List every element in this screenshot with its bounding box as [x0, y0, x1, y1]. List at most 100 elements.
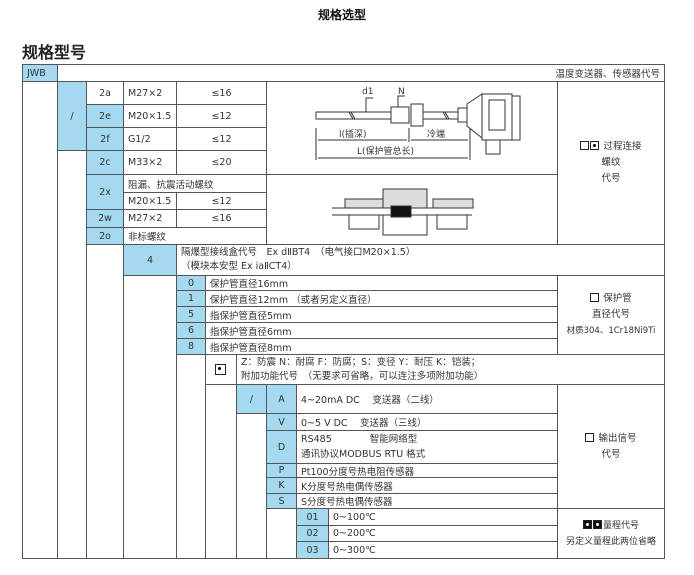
- column-blank: [86, 244, 124, 559]
- range-box-line: 量程代号: [582, 518, 639, 534]
- thread-length: ≤12: [176, 127, 267, 151]
- output-box-label2: 代号: [601, 448, 621, 460]
- column-blank: [266, 508, 297, 559]
- header-label: 温度变送器、传感器代号: [57, 64, 665, 82]
- label-cold-end: 冷端: [427, 128, 445, 140]
- output-desc: S分度号热电偶传感器: [296, 493, 558, 509]
- range-desc: 0~100℃: [328, 508, 558, 526]
- page-title: 规格选型: [318, 8, 367, 22]
- output-desc: K分度号热电偶传感器: [296, 477, 558, 494]
- range-code-box: 量程代号 另定义量程此两位省略: [557, 508, 665, 559]
- diameter-desc: 保护管直径16mm: [205, 275, 558, 291]
- thread-code: 2c: [86, 150, 124, 175]
- column-blank: [57, 150, 87, 559]
- column-blank: [176, 354, 206, 559]
- diameter-box-label2: 直径代号: [591, 309, 630, 320]
- column-blank: [123, 275, 177, 559]
- filled-square-icon: [582, 519, 592, 529]
- diameter-code-box: 保护管 直径代号 材质304、1Cr18Ni9Ti: [557, 275, 665, 355]
- filled-square-icon: [215, 364, 226, 375]
- output-box-line: 输出信号: [585, 431, 637, 447]
- junction-desc: 隔爆型接线盒代号 Ex dⅡBT4 （电气接口M20×1.5） （模块本安型 E…: [176, 244, 665, 276]
- diameter-box-line: 保护管: [590, 291, 632, 307]
- label-n: N: [398, 87, 405, 97]
- junction-line2: （模块本安型 Ex iaⅡCT4）: [181, 261, 297, 272]
- thread-code-box-line: 过程连接: [580, 139, 642, 155]
- blank-square-icon: [590, 293, 600, 302]
- output-desc-line2: 通讯协议MODBUS RTU 格式: [301, 449, 426, 460]
- output-code: S: [266, 493, 297, 509]
- thread-desc: 非标螺纹: [123, 227, 267, 245]
- diameter-box-material: 材质304、1Cr18Ni9Ti: [566, 326, 656, 336]
- thread-length: ≤20: [176, 150, 267, 175]
- range-box-note: 另定义量程此两位省略: [565, 536, 656, 547]
- diameter-code: 0: [176, 275, 206, 291]
- column-blank: [22, 81, 58, 559]
- thread-box-label3: 代号: [601, 173, 621, 184]
- diameter-code: 8: [176, 338, 206, 355]
- thread-spec: M20×1.5: [123, 192, 177, 210]
- range-box-label: 量程代号: [602, 520, 639, 531]
- diameter-code: 1: [176, 290, 206, 307]
- feature-icon-cell: [205, 354, 237, 385]
- thread-code: 2a: [86, 81, 124, 105]
- feature-line1: Z：防震 N：耐腐 F：防腐；S：变径 Y：耐压 K：铠装；: [241, 356, 481, 368]
- diameter-code: 5: [176, 306, 206, 323]
- diameter-code: 6: [176, 322, 206, 339]
- thread-spec: G1/2: [123, 127, 177, 151]
- thread-desc: 阻漏、抗震活动螺纹: [123, 174, 267, 193]
- thread-code-box: 过程连接 螺纹 代号: [557, 81, 665, 245]
- thread-length: ≤12: [176, 192, 267, 210]
- separator-cell: /: [236, 384, 267, 414]
- diameter-desc: 保护管直径12mm （或者另定义直径）: [205, 290, 558, 307]
- label-total-length: L(保护管总长): [357, 145, 414, 157]
- range-code: 03: [296, 541, 329, 559]
- output-code: K: [266, 477, 297, 494]
- sensor-diagram: d1 N l(插深) 冷端 L(保护管总长): [266, 81, 559, 175]
- feature-desc: Z：防震 N：耐腐 F：防腐；S：变径 Y：耐压 K：铠装； 附加功能代号 （无…: [236, 354, 665, 385]
- junction-code: 4: [123, 244, 177, 276]
- fitting-diagram: [266, 174, 559, 245]
- section-heading: 规格型号: [22, 43, 87, 62]
- thread-code: 2e: [86, 104, 124, 128]
- column-blank: [236, 413, 267, 559]
- thread-code: 2o: [86, 227, 124, 245]
- thread-code: 2f: [86, 127, 124, 151]
- thread-box-label: 过程连接: [603, 141, 642, 152]
- feature-line2: 附加功能代号 （无要求可省略，可以连注多项附加功能）: [241, 370, 484, 382]
- output-desc-line1: RS485 智能网络型: [301, 434, 418, 445]
- model-code: JWB: [22, 64, 58, 82]
- thread-spec: M27×2: [123, 81, 177, 105]
- label-d1: d1: [362, 87, 373, 97]
- thread-code: 2w: [86, 209, 124, 228]
- filled-square-icon: [590, 141, 600, 150]
- blank-square-icon: [580, 141, 590, 150]
- output-code: A: [266, 384, 297, 414]
- thread-spec: M20×1.5: [123, 104, 177, 128]
- thread-code: 2x: [86, 174, 124, 210]
- output-desc: 0~5 V DC 变送器（三线）: [296, 413, 558, 431]
- diameter-box-label: 保护管: [603, 293, 632, 304]
- output-code: D: [266, 430, 297, 464]
- diameter-desc: 指保护管直径6mm: [205, 322, 558, 339]
- output-desc: Pt100分度号热电阻传感器: [296, 463, 558, 478]
- thread-length: ≤16: [176, 209, 267, 228]
- junction-line1: 隔爆型接线盒代号 Ex dⅡBT4 （电气接口M20×1.5）: [181, 247, 416, 258]
- output-code: P: [266, 463, 297, 478]
- thread-box-label2: 螺纹: [601, 157, 621, 168]
- diameter-desc: 指保护管直径5mm: [205, 306, 558, 323]
- range-code: 01: [296, 508, 329, 526]
- thread-spec: M33×2: [123, 150, 177, 175]
- thread-length: ≤12: [176, 104, 267, 128]
- diameter-desc: 指保护管直径8mm: [205, 338, 558, 355]
- blank-square-icon: [585, 432, 595, 442]
- output-code-box: 输出信号 代号: [557, 384, 665, 509]
- output-box-label: 输出信号: [598, 432, 637, 444]
- range-desc: 0~300℃: [328, 541, 558, 559]
- label-insert-depth: l(插深): [339, 128, 367, 140]
- output-desc: 4~20mA DC 变送器（二线）: [296, 384, 558, 414]
- header-label-text: 温度变送器、传感器代号: [555, 69, 660, 80]
- range-code: 02: [296, 525, 329, 542]
- output-desc: RS485 智能网络型 通讯协议MODBUS RTU 格式: [296, 430, 558, 464]
